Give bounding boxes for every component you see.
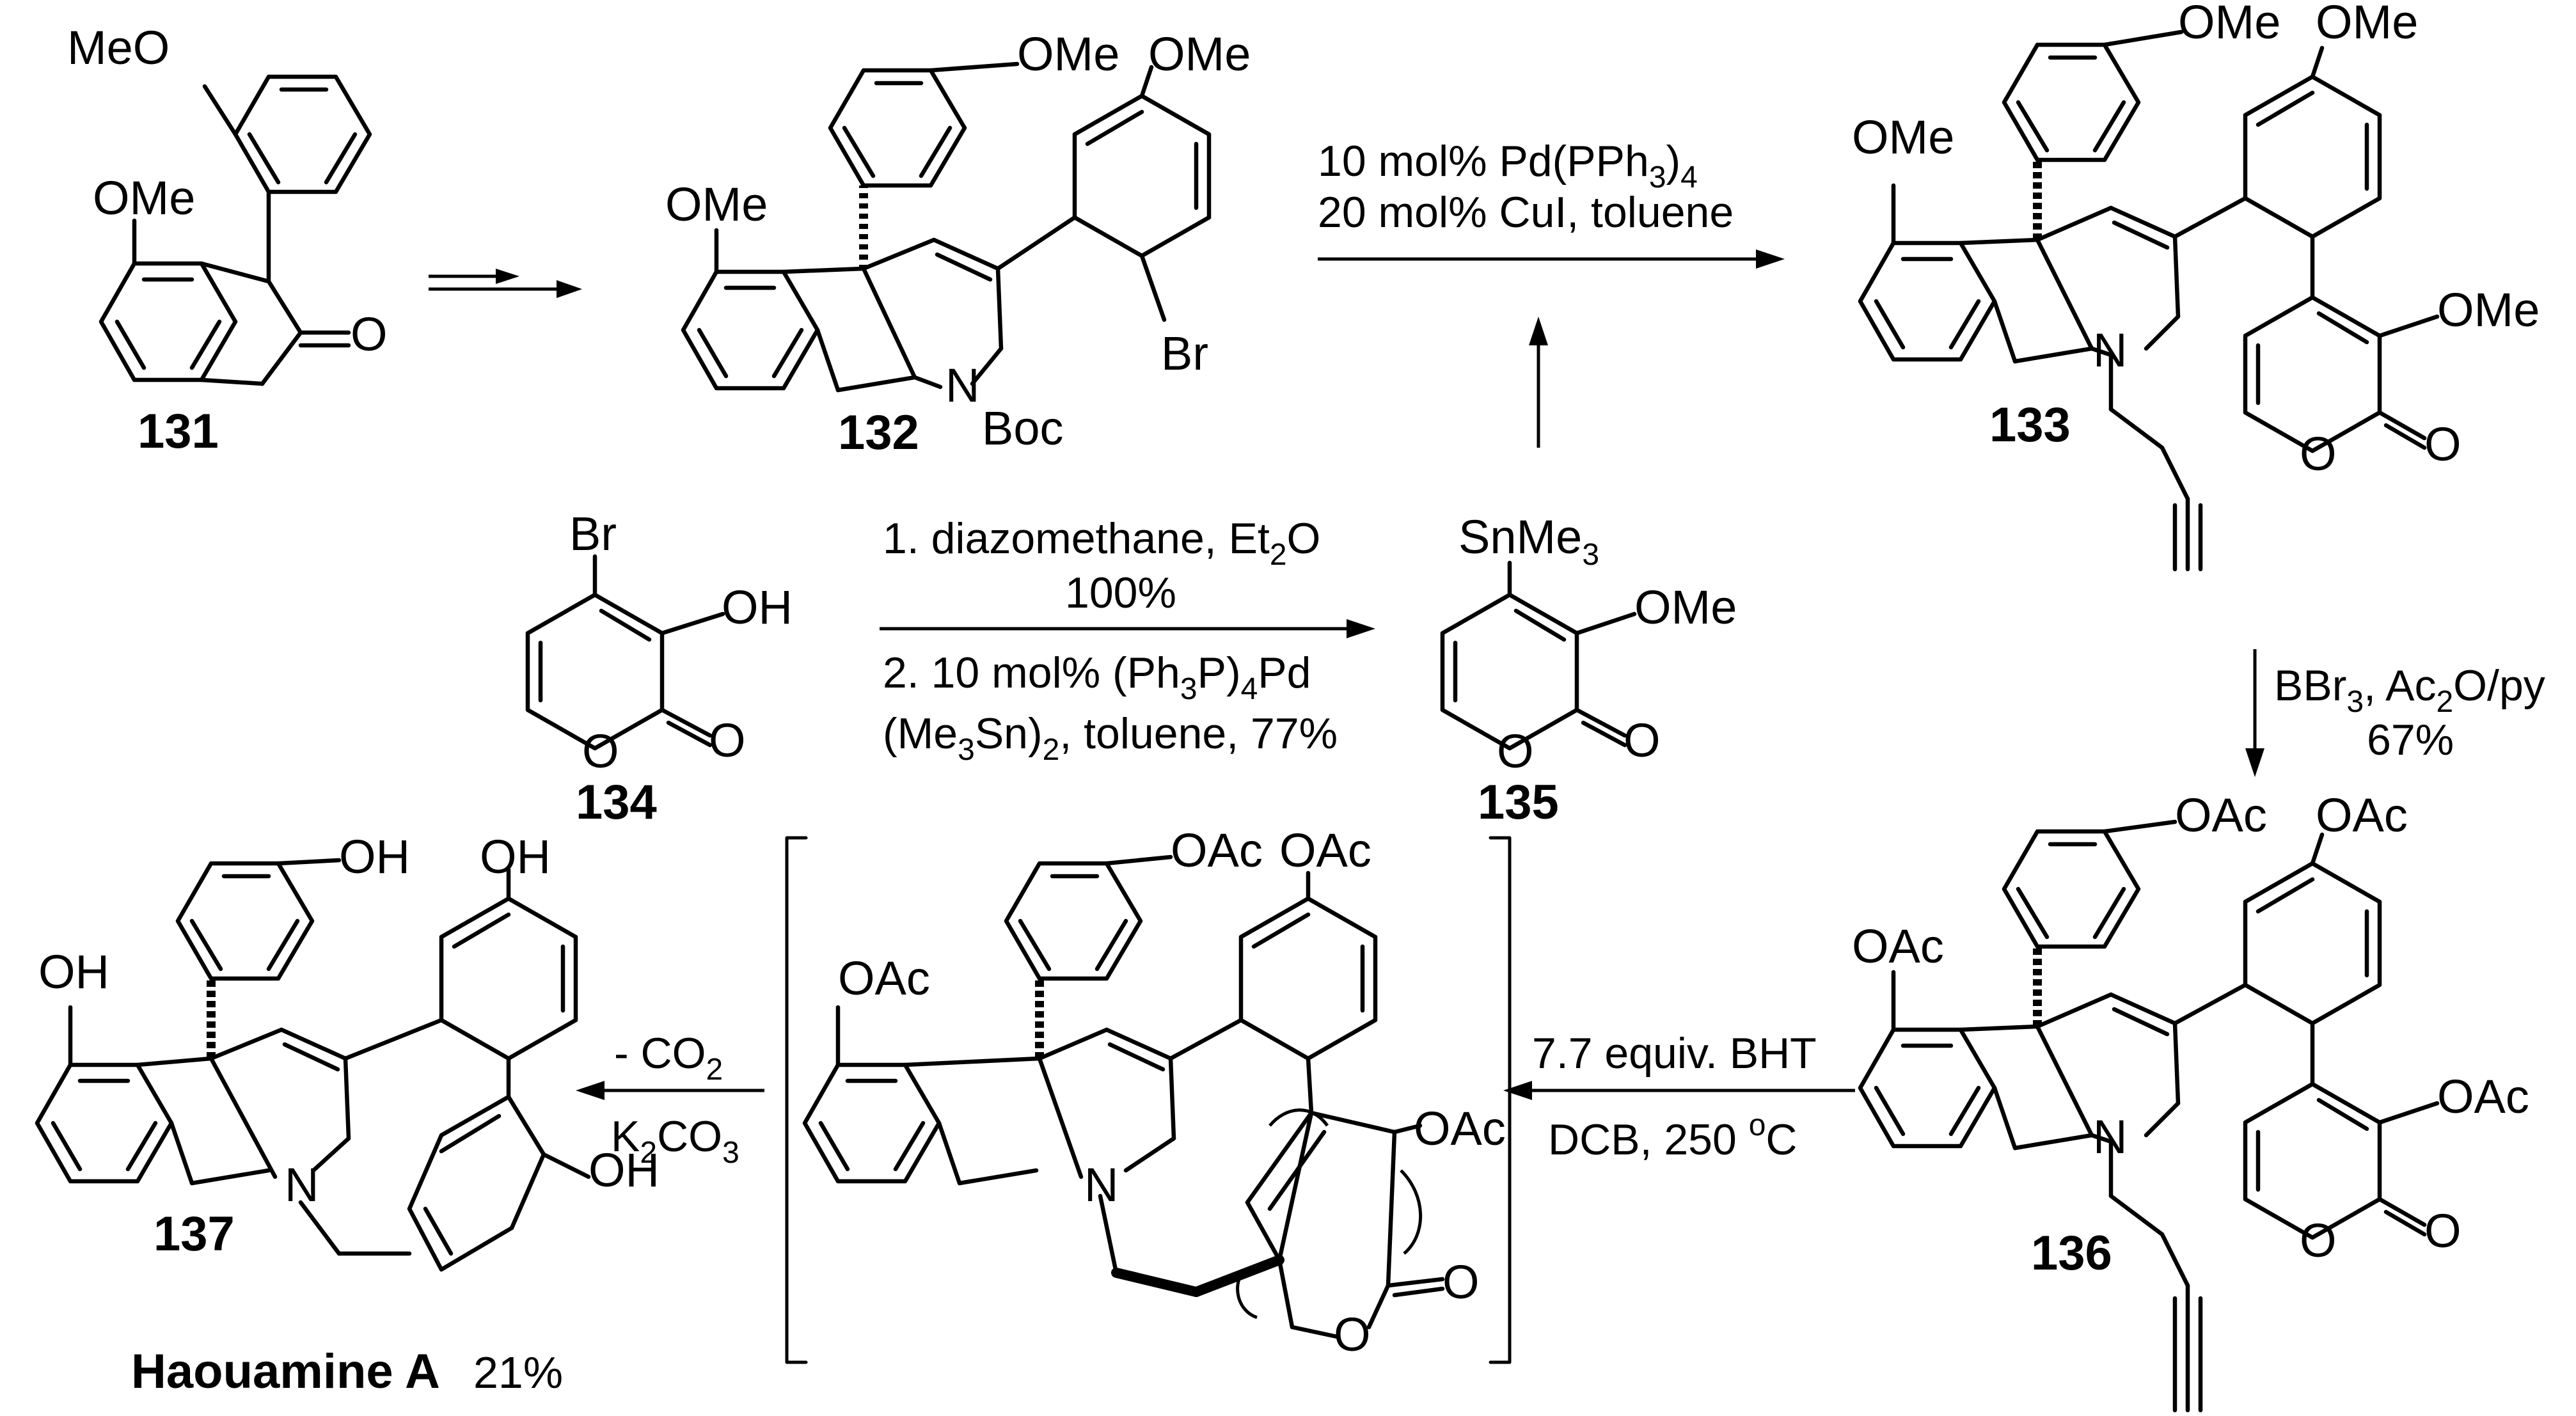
c136-carbonyl-o: O: [2424, 1204, 2461, 1257]
arrow-131-to-132: [429, 269, 582, 298]
c133-n: N: [2093, 324, 2127, 377]
stille-line2: 20 mol% CuI, toluene: [1318, 188, 1734, 237]
c134-carbonyl-o: O: [709, 714, 746, 767]
c132-label: 132: [838, 405, 919, 460]
compound-131: MeO OMe O 131: [67, 21, 388, 459]
c133-label: 133: [1989, 398, 2071, 452]
compound-135: SnMe3 OMe O O 135: [1440, 510, 1737, 830]
c132-n: N: [945, 359, 979, 412]
c135-carbonyl-o: O: [1624, 714, 1661, 767]
int-oac-bridge: OAc: [1414, 1102, 1506, 1155]
cycloadd-line1: 7.7 equiv. BHT: [1532, 1029, 1817, 1078]
c136-oac-aryl: OAc: [2175, 789, 2267, 842]
c135-label: 135: [1478, 775, 1559, 830]
int-oac-left: OAc: [838, 952, 930, 1005]
c133-ome-right: OMe: [2316, 0, 2418, 49]
prep135-line3: 2. 10 mol% (Ph3P)4Pd: [883, 649, 1311, 706]
compound-132: OMe OMe OMe Br N Boc 132: [665, 28, 1251, 460]
c137-label: 137: [154, 1207, 235, 1261]
compound-136: OAc OAc OAc OAc N O O 136: [1852, 789, 2529, 1413]
c137-oh-aryl: OH: [339, 830, 410, 883]
cycloadd-line2: DCB, 250 oC: [1548, 1108, 1798, 1164]
compound-134: Br OH O O 134: [525, 507, 793, 830]
c133-carbonyl-o: O: [2424, 418, 2461, 471]
c131-label: 131: [138, 404, 219, 459]
compound-137: OH OH OH OH N 137 Haouamine A 21%: [35, 830, 660, 1399]
c137-oh-right: OH: [480, 830, 551, 883]
c136-ring-o: O: [2300, 1214, 2337, 1267]
c134-ring-o: O: [582, 725, 619, 778]
c133-ome-aryl: OMe: [2178, 0, 2280, 49]
deprotect-line2: 67%: [2367, 716, 2454, 764]
c132-ome-left: OMe: [665, 178, 768, 231]
arrow-deprotect: BBr3, Ac2O/py 67%: [2245, 649, 2545, 777]
int-oac-right: OAc: [1279, 824, 1371, 877]
c136-oac-right: OAc: [2316, 789, 2408, 842]
decarbox-line2: K2CO3: [611, 1112, 739, 1170]
c136-label: 136: [2031, 1226, 2112, 1280]
arrow-134-to-135: 1. diazomethane, Et2O 100% 2. 10 mol% (P…: [880, 514, 1375, 767]
c137-oh-left: OH: [38, 945, 109, 998]
c137-yield: 21%: [473, 1348, 563, 1397]
c131-ketone-o: O: [351, 308, 388, 361]
compound-133: OMe OMe OMe OMe N O O 133: [1852, 0, 2540, 572]
c133-ome-left: OMe: [1852, 111, 1954, 164]
int-carbonyl-o: O: [1442, 1255, 1480, 1309]
arrow-cycloaddition: 7.7 equiv. BHT DCB, 250 oC: [1503, 1029, 1855, 1164]
deprotect-line1: BBr3, Ac2O/py: [2274, 661, 2545, 719]
int-ring-o: O: [1334, 1308, 1371, 1361]
c133-ome-pyrone: OMe: [2437, 283, 2540, 336]
c132-ome-aryl: OMe: [1017, 28, 1119, 81]
int-oac-aryl: OAc: [1171, 824, 1263, 877]
c135-ring-o: O: [1497, 725, 1534, 778]
arrow-decarboxylation: - CO2 K2CO3: [576, 1029, 764, 1170]
c134-oh: OH: [722, 581, 793, 634]
c136-n: N: [2093, 1110, 2127, 1163]
c136-oac-pyrone: OAc: [2437, 1070, 2529, 1123]
arrow-135-up: [1529, 317, 1548, 448]
c133-ring-o: O: [2300, 427, 2337, 480]
c137-n: N: [285, 1158, 319, 1211]
decarbox-line1: - CO2: [614, 1029, 723, 1087]
c134-label: 134: [576, 775, 657, 830]
c135-snme3: SnMe3: [1458, 510, 1599, 572]
c136-oac-left: OAc: [1852, 920, 1944, 973]
intermediate: OAc OAc OAc OAc N O O: [785, 824, 1512, 1364]
prep135-line2: 100%: [1065, 569, 1176, 617]
prep135-line4: (Me3Sn)2, toluene, 77%: [883, 709, 1338, 767]
c134-br: Br: [569, 507, 617, 560]
c137-name: Haouamine A: [131, 1344, 440, 1399]
c137-oh-lower: OH: [589, 1144, 660, 1197]
c135-ome: OMe: [1634, 581, 1737, 634]
c132-boc: Boc: [982, 402, 1064, 455]
c132-ome-right: OMe: [1148, 28, 1251, 81]
int-n: N: [1084, 1158, 1118, 1211]
arrow-stille: 10 mol% Pd(PPh3)4 20 mol% CuI, toluene: [1318, 137, 1785, 269]
stille-line1: 10 mol% Pd(PPh3)4: [1318, 137, 1698, 194]
prep135-line1: 1. diazomethane, Et2O: [883, 514, 1320, 572]
c132-br: Br: [1161, 327, 1208, 380]
c131-meo-top: MeO: [67, 21, 170, 74]
c131-ome-left: OMe: [93, 171, 195, 224]
